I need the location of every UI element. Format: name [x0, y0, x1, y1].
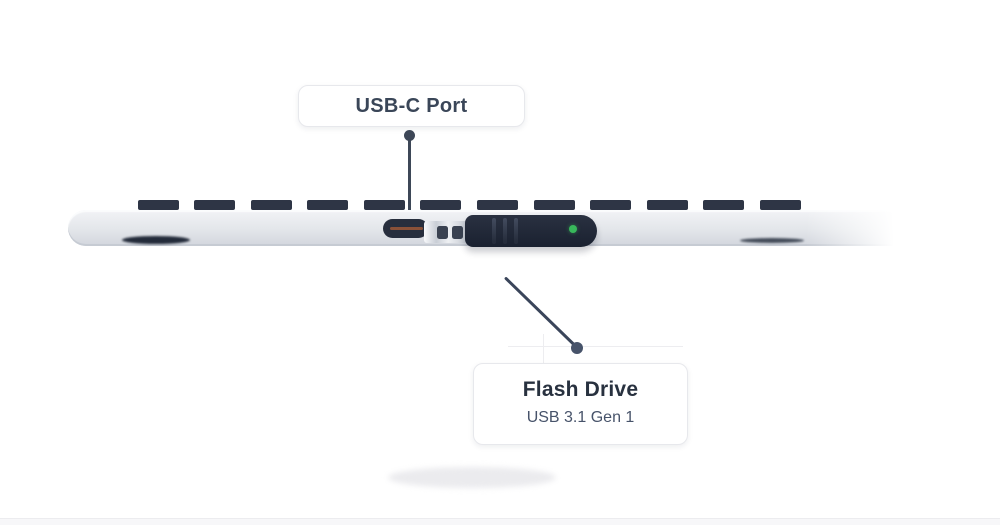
- layout-guide-horizontal: [508, 346, 683, 347]
- keyboard-key: [590, 200, 631, 210]
- flash-drive-subtitle: USB 3.1 Gen 1: [526, 409, 635, 426]
- usb-c-pointer-line: [408, 139, 411, 212]
- flash-drive-ridge: [503, 218, 507, 244]
- keyboard-key: [534, 200, 575, 210]
- keyboard-key: [138, 200, 179, 210]
- flash-drive-pointer-line: [503, 276, 579, 349]
- keyboard-key: [647, 200, 688, 210]
- flash-drive-title: Flash Drive: [522, 378, 639, 401]
- keyboard-key: [420, 200, 461, 210]
- next-section-edge: [0, 518, 1000, 525]
- flash-drive-ridge: [514, 218, 518, 244]
- layout-guide-vertical: [543, 334, 544, 366]
- flash-drive-ridge: [492, 218, 496, 244]
- connector-contact: [452, 226, 463, 239]
- flash-drive-callout: Flash Drive USB 3.1 Gen 1: [473, 363, 688, 445]
- laptop-foot-left: [122, 236, 190, 244]
- keyboard-key: [477, 200, 518, 210]
- laptop-foot-right: [740, 238, 804, 243]
- connector-contact: [437, 226, 448, 239]
- usb-c-port-label: USB-C Port: [355, 95, 468, 117]
- keyboard-key: [194, 200, 235, 210]
- keyboard-key: [307, 200, 348, 210]
- usb-c-port-callout: USB-C Port: [298, 85, 525, 127]
- usb-c-port-tongue: [390, 227, 423, 230]
- flash-drive-led-indicator: [569, 225, 577, 233]
- usb-c-pointer-dot: [404, 130, 415, 141]
- keyboard-key: [364, 200, 405, 210]
- ground-shadow-ellipse: [388, 467, 556, 488]
- laptop-right-fade: [806, 192, 916, 254]
- keyboard-key: [760, 200, 801, 210]
- flash-drive-body: [465, 215, 597, 247]
- flash-drive-pointer-dot: [571, 342, 583, 354]
- keyboard-key: [251, 200, 292, 210]
- keyboard-key: [703, 200, 744, 210]
